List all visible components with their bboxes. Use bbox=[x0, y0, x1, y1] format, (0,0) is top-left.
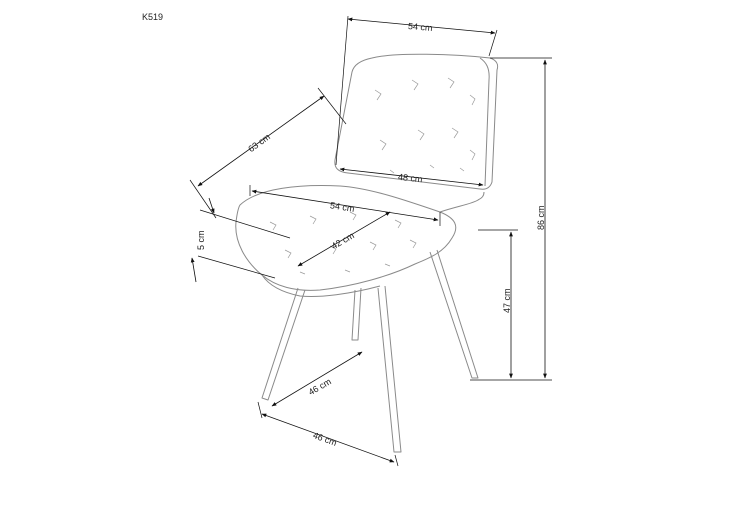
chair-drawing bbox=[235, 53, 499, 453]
dimension-labels: 54 cm 48 cm 63 cm 54 cm 42 cm 5 cm 86 cm… bbox=[196, 21, 546, 448]
dimension-lines bbox=[189, 15, 552, 467]
label-seat-thickness: 5 cm bbox=[196, 230, 206, 250]
label-diagonal: 63 cm bbox=[246, 132, 272, 155]
leg-back-right bbox=[429, 249, 479, 379]
label-total-height: 86 cm bbox=[536, 205, 546, 230]
product-code: K519 bbox=[142, 12, 164, 22]
label-seat-width: 54 cm bbox=[329, 200, 355, 214]
label-leg-span-inner: 46 cm bbox=[307, 376, 333, 397]
leg-back-left bbox=[351, 287, 362, 341]
label-seat-height: 47 cm bbox=[502, 288, 512, 313]
label-back-width: 54 cm bbox=[408, 21, 433, 33]
seat-front-edge bbox=[261, 274, 381, 297]
label-leg-span-outer: 46 cm bbox=[312, 430, 338, 448]
label-back-depth: 48 cm bbox=[398, 172, 423, 185]
backrest-outline bbox=[334, 53, 499, 190]
leg-front-left bbox=[261, 287, 306, 401]
seat-outline bbox=[235, 185, 457, 291]
leg-front-right bbox=[377, 285, 402, 453]
backrest-inner bbox=[479, 57, 490, 187]
label-seat-depth: 42 cm bbox=[330, 230, 356, 251]
seat-side bbox=[439, 191, 485, 213]
